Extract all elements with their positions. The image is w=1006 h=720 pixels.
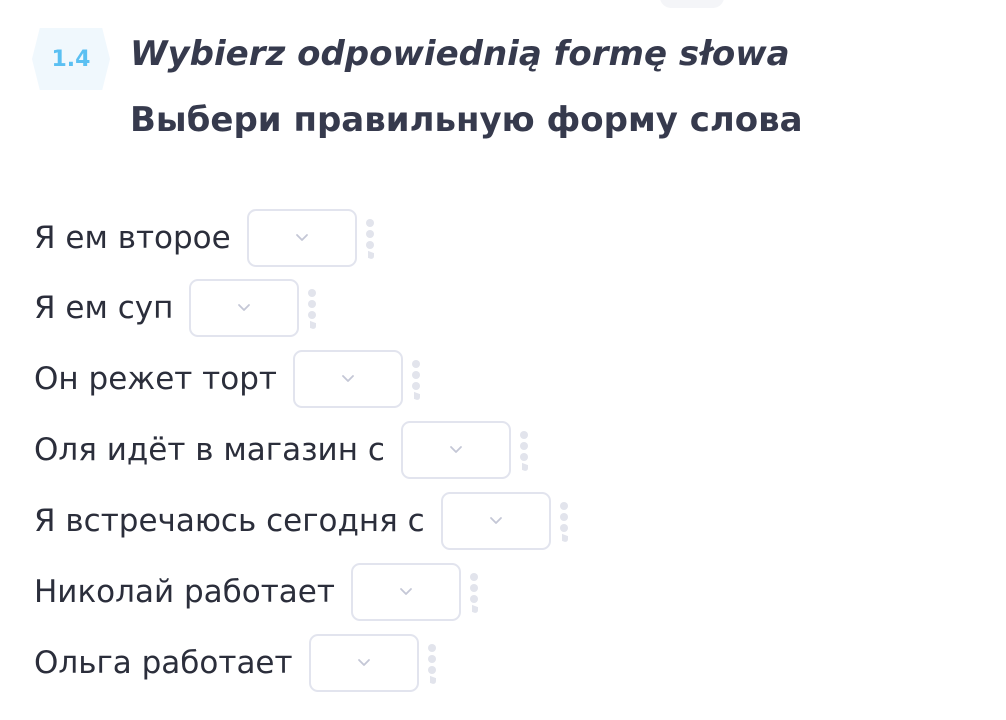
drag-handle-icon[interactable]: [468, 563, 480, 621]
sentence-text: Я встречаюсь сегодня с: [34, 503, 425, 539]
chevron-down-icon: [489, 517, 502, 524]
sentence-row-3: Он режет торт: [34, 348, 422, 410]
chevron-down-icon: [238, 304, 251, 311]
sentence-row-6: Николай работает: [34, 561, 480, 623]
exercise-title-polish: Wybierz odpowiednią formę słowa: [130, 34, 790, 74]
sentence-text: Оля идёт в магазин с: [34, 432, 385, 468]
exercise-number: 1.4: [51, 46, 91, 72]
sentence-text: Николай работает: [34, 574, 335, 610]
top-edge-element: [660, 0, 724, 8]
word-form-dropdown-1[interactable]: [246, 209, 357, 267]
exercise-title-russian: Выбери правильную форму слова: [130, 100, 803, 140]
chevron-down-icon: [342, 375, 354, 382]
drag-handle-icon[interactable]: [518, 421, 530, 479]
chevron-down-icon: [449, 446, 462, 453]
chevron-down-icon: [295, 234, 308, 241]
word-form-dropdown-4[interactable]: [400, 421, 511, 479]
sentence-row-5: Я встречаюсь сегодня с: [34, 490, 570, 552]
sentence-text: Он режет торт: [34, 361, 277, 397]
drag-handle-icon[interactable]: [364, 209, 376, 267]
drag-handle-icon[interactable]: [410, 350, 422, 408]
word-form-dropdown-2[interactable]: [189, 279, 300, 337]
sentence-row-7: Ольга работает: [34, 632, 438, 694]
drag-handle-icon[interactable]: [558, 492, 570, 550]
word-form-dropdown-5[interactable]: [440, 492, 551, 550]
chevron-down-icon: [400, 588, 412, 595]
sentence-row-4: Оля идёт в магазин с: [34, 419, 530, 481]
word-form-dropdown-3[interactable]: [292, 350, 403, 408]
word-form-dropdown-7[interactable]: [308, 634, 419, 692]
sentence-text: Я ем суп: [34, 290, 174, 326]
word-form-dropdown-6[interactable]: [350, 563, 461, 621]
sentence-text: Ольга работает: [34, 645, 293, 681]
sentence-row-1: Я ем второе: [34, 207, 376, 269]
sentence-text: Я ем второе: [34, 220, 231, 256]
chevron-down-icon: [357, 659, 370, 666]
exercise-number-badge: 1.4: [32, 28, 110, 90]
drag-handle-icon[interactable]: [306, 279, 318, 337]
drag-handle-icon[interactable]: [426, 634, 438, 692]
sentence-row-2: Я ем суп: [34, 277, 318, 339]
